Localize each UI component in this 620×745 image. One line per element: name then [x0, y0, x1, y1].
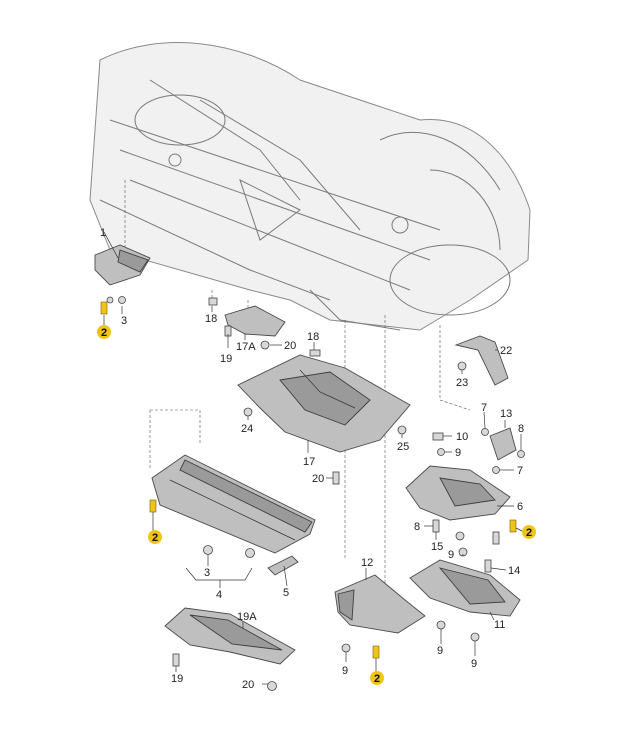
part-12-cover [334, 574, 426, 653]
part-22-bracket [454, 335, 509, 386]
callout-19a: 19A [237, 611, 257, 623]
leader-lines [103, 231, 523, 685]
callout-20: 20 [242, 679, 254, 691]
callout-17a: 17A [236, 341, 256, 353]
callout-7: 7 [517, 465, 523, 477]
part-4-floor-panel [151, 454, 316, 558]
callout-9: 9 [455, 447, 461, 459]
callout-15: 15 [431, 541, 443, 553]
callout-19: 19 [171, 673, 183, 685]
callout-8: 8 [518, 423, 524, 435]
vehicle-underbody [89, 42, 531, 331]
callout-23: 23 [456, 377, 468, 389]
callout-2-badge [522, 525, 536, 539]
part-1-shield [94, 244, 151, 304]
callout-2-badge [148, 530, 162, 544]
callout-2: 2 [152, 532, 158, 544]
callout-9: 9 [437, 645, 443, 657]
callout-8: 8 [414, 521, 420, 533]
callout-18: 18 [307, 331, 319, 343]
callout-9: 9 [342, 665, 348, 677]
callout-24: 24 [241, 423, 253, 435]
callout-13: 13 [500, 408, 512, 420]
callout-19: 19 [220, 353, 232, 365]
part-17-panel [237, 349, 411, 485]
part-19a-guard [164, 607, 296, 691]
callout-22: 22 [500, 345, 512, 357]
callout-2: 2 [526, 527, 532, 539]
callout-1: 1 [100, 227, 106, 239]
part-5-strip [267, 555, 299, 576]
callout-4: 4 [216, 589, 222, 601]
callout-25: 25 [397, 441, 409, 453]
callout-5: 5 [283, 587, 289, 599]
callout-9: 9 [448, 549, 454, 561]
callout-7: 7 [481, 402, 487, 414]
callout-11: 11 [494, 619, 505, 631]
callout-2: 2 [101, 327, 107, 339]
callout-14: 14 [508, 565, 520, 577]
callout-3: 3 [204, 567, 210, 579]
callout-10: 10 [456, 431, 468, 443]
small-brackets-right [432, 427, 525, 474]
callout-2-badge [97, 325, 111, 339]
callout-18: 18 [205, 313, 217, 325]
part-11-cover [409, 559, 521, 642]
fasteners-2-highlighted [100, 301, 517, 659]
callout-9: 9 [471, 658, 477, 670]
part-17a-bracket [208, 297, 286, 350]
part-6-shield [405, 465, 511, 573]
callout-12: 12 [361, 557, 373, 569]
callout-17: 17 [303, 456, 315, 468]
callout-labels: 1 2 3 18 17A 19 20 18 24 17 25 20 22 23 … [97, 227, 536, 691]
callout-2-badge [370, 671, 384, 685]
callout-3: 3 [121, 315, 127, 327]
callout-2: 2 [374, 673, 380, 685]
callout-6: 6 [517, 501, 523, 513]
callout-20: 20 [312, 473, 324, 485]
callout-20: 20 [284, 340, 296, 352]
